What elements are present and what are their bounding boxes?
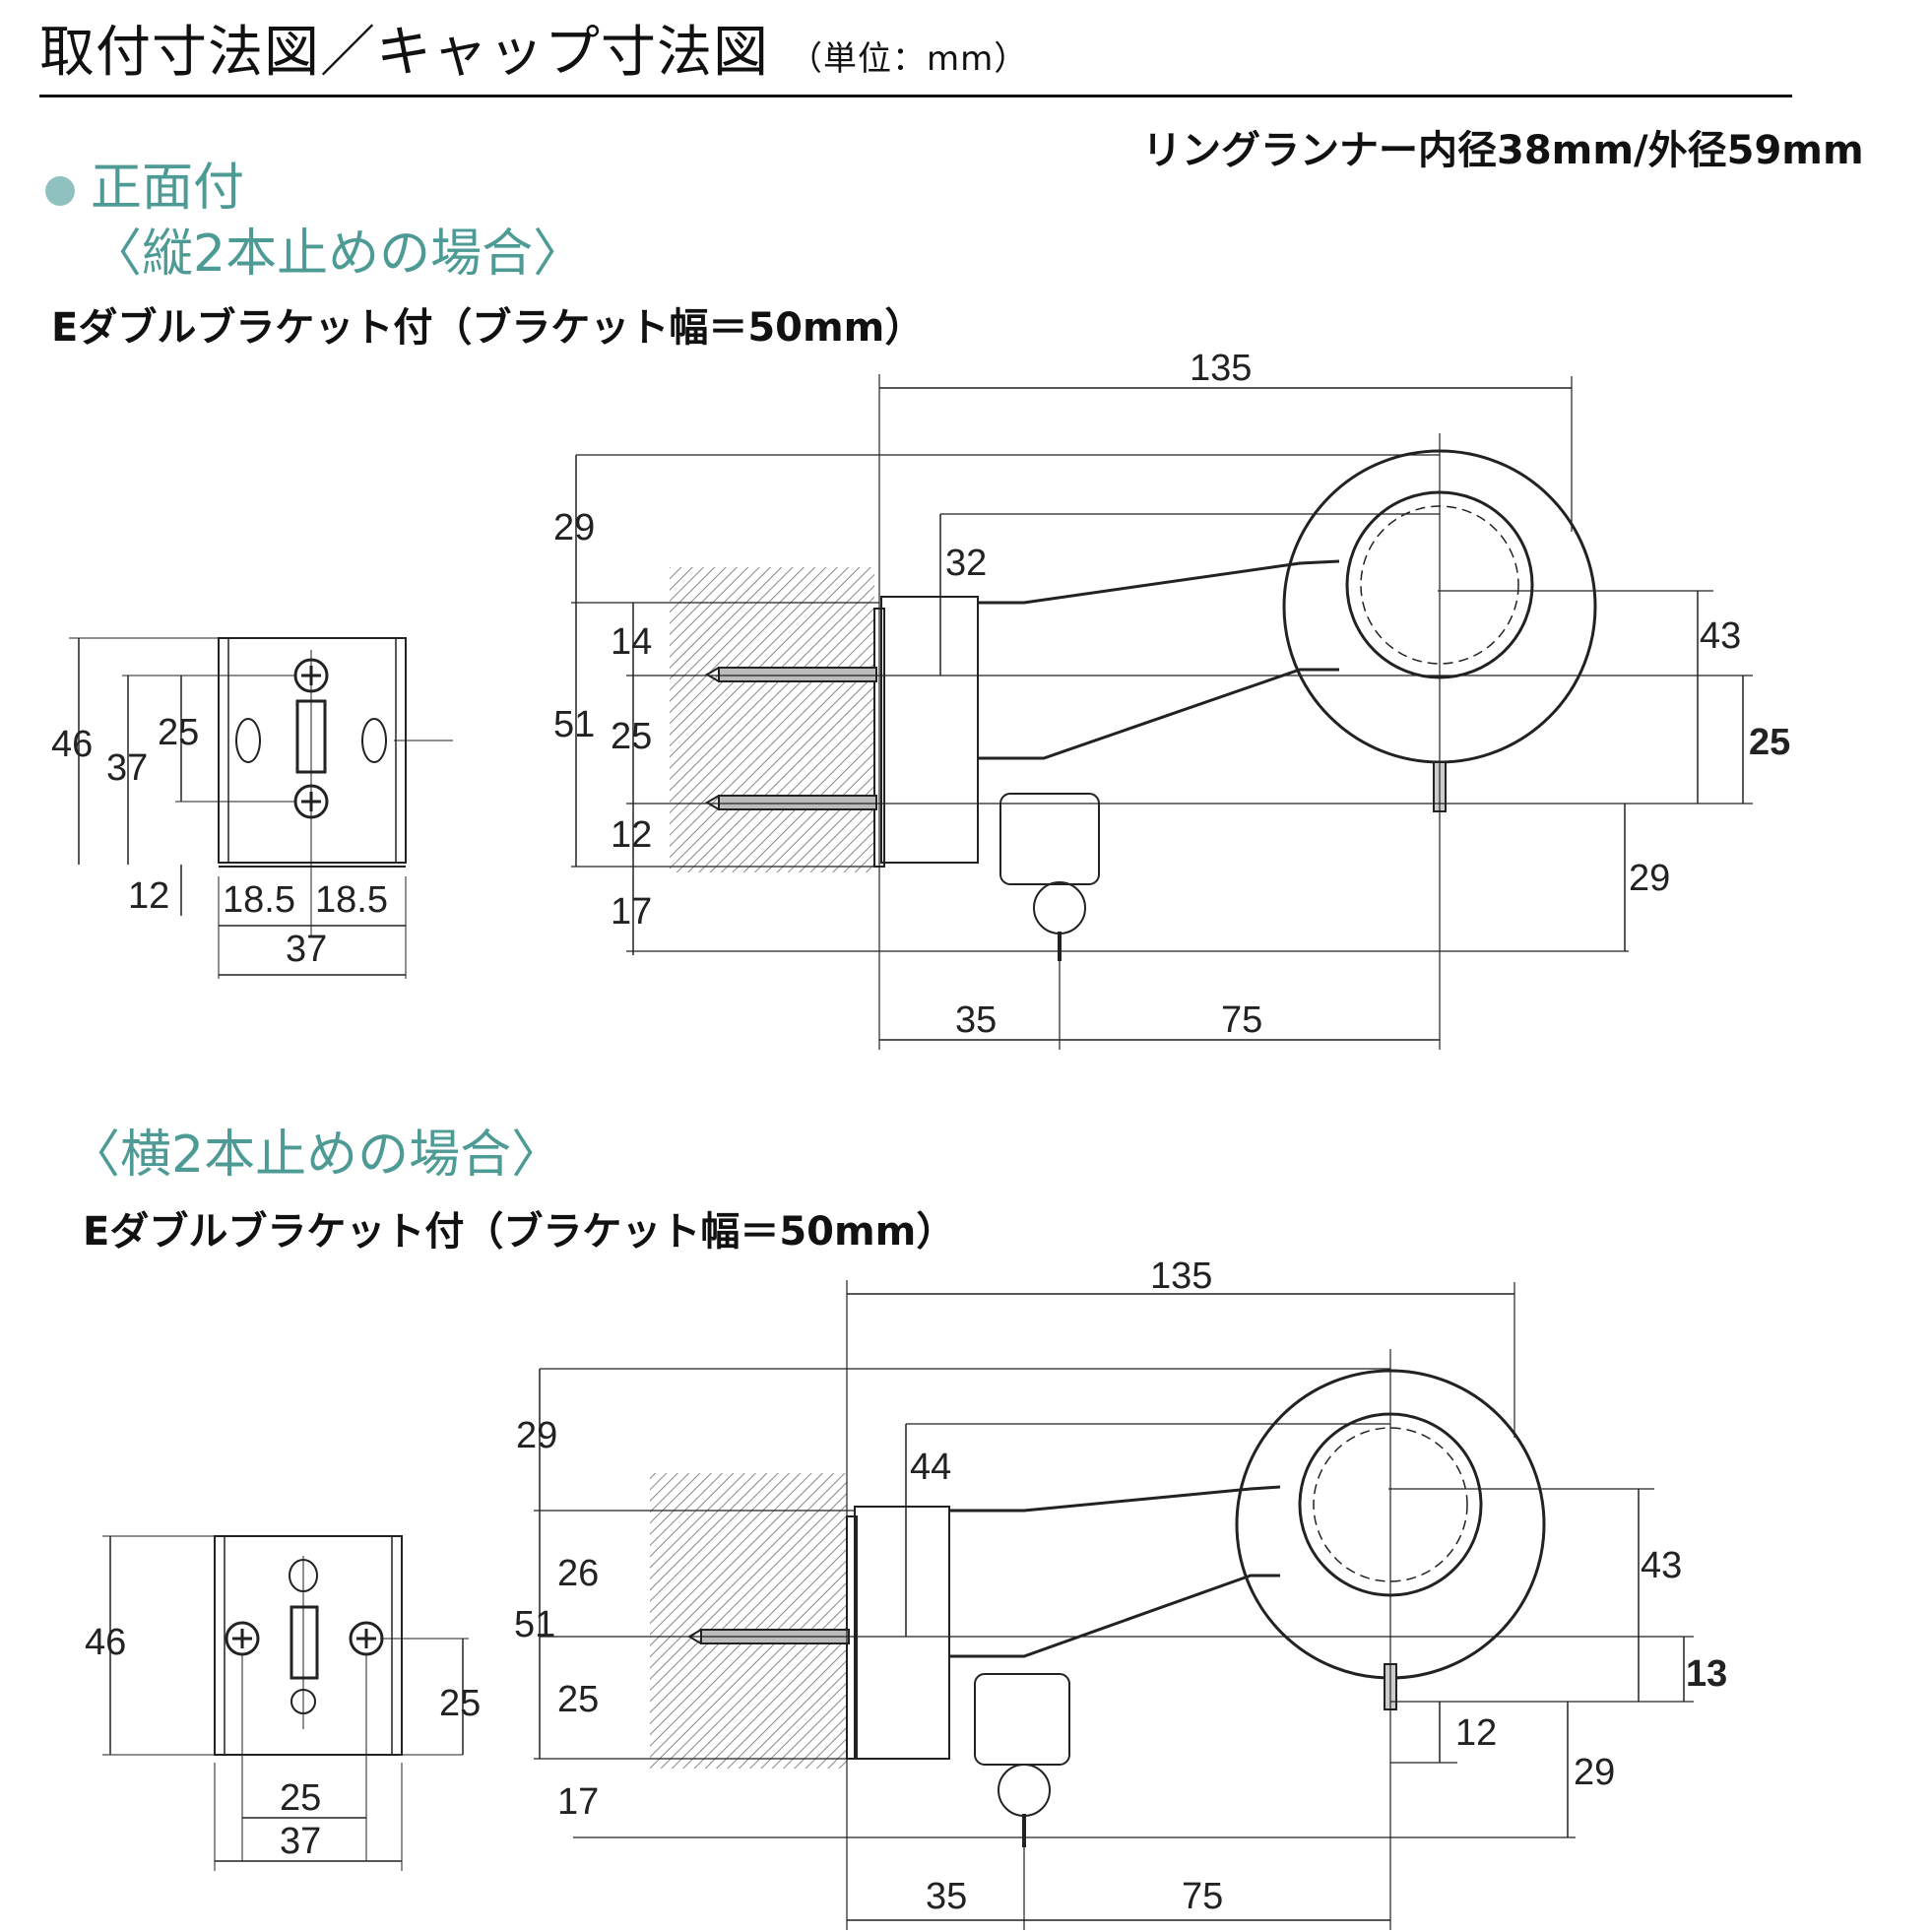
bracket-label-bottom: Eダブルブラケット付（ブラケット幅＝50mm） <box>83 1209 956 1255</box>
wall-hatch <box>650 1473 847 1769</box>
dim-label: 43 <box>1700 615 1741 657</box>
bracket-label-top: Eダブルブラケット付（ブラケット幅＝50mm） <box>51 305 925 351</box>
bracket-arm-upper <box>978 559 1340 605</box>
dim-label: 29 <box>1629 858 1670 899</box>
dim-label: 46 <box>51 724 93 765</box>
dim-label: 12 <box>1455 1712 1497 1754</box>
front-view-vertical <box>69 637 453 979</box>
dim-label: 14 <box>611 621 652 663</box>
front-view-horizontal-labels: 46 25 25 37 <box>85 1622 481 1862</box>
case-horizontal-heading: 〈横2本止めの場合〉 <box>69 1126 563 1185</box>
side-hole <box>361 718 387 763</box>
dim-label: 44 <box>910 1447 951 1488</box>
dim-label: 75 <box>1221 999 1262 1041</box>
runner-carriage <box>999 793 1100 885</box>
side-view-vertical <box>571 374 1753 1050</box>
runner-hook <box>998 1764 1051 1817</box>
title-divider <box>39 95 1792 97</box>
dim-label: 17 <box>611 891 652 933</box>
dim-label: 135 <box>1150 1256 1212 1297</box>
dim-label: 12 <box>611 814 652 856</box>
section-front-heading: 正面付 <box>45 146 244 220</box>
wood-screw-icon <box>705 795 877 810</box>
side-view-horizontal <box>534 1280 1694 1930</box>
front-view-horizontal <box>102 1535 469 1871</box>
dim-label: 37 <box>280 1821 321 1862</box>
side-view-vertical-labels: 135 29 32 14 51 25 12 17 43 25 29 35 75 <box>553 348 1790 1041</box>
page-title: 取付寸法図／キャップ寸法図（単位：mm） <box>39 21 1029 85</box>
dim-label: 25 <box>611 716 652 757</box>
dim-label: 18.5 <box>223 879 295 921</box>
dim-label: 25 <box>557 1679 599 1720</box>
wood-screw-icon <box>705 667 877 682</box>
bracket-arm-upper <box>949 1485 1281 1513</box>
bracket-arm-lower <box>949 1574 1280 1658</box>
unit-label: （単位：mm） <box>789 39 1029 80</box>
front-view-vertical-labels: 46 37 25 12 18.5 18.5 37 <box>51 712 388 970</box>
dim-label: 29 <box>516 1415 557 1456</box>
side-hole <box>235 718 261 763</box>
case-vertical-heading: 〈縦2本止めの場合〉 <box>91 225 585 284</box>
bracket-arm-lower <box>978 668 1339 760</box>
dim-label: 25 <box>439 1683 481 1724</box>
dim-label: 18.5 <box>315 879 388 921</box>
runner-carriage <box>974 1673 1070 1766</box>
dim-label: 46 <box>85 1622 126 1663</box>
dim-label: 51 <box>553 704 595 745</box>
dim-label: 32 <box>945 543 987 584</box>
side-view-horizontal-labels: 135 29 44 26 51 25 17 43 13 12 29 35 75 <box>514 1256 1727 1917</box>
dim-label: 26 <box>557 1553 599 1594</box>
dim-label: 75 <box>1182 1876 1223 1917</box>
dim-label: 17 <box>557 1781 599 1823</box>
dim-label-bold: 25 <box>1749 722 1790 763</box>
dim-label-bold: 13 <box>1686 1653 1727 1695</box>
dim-label: 37 <box>106 747 148 789</box>
dim-label: 35 <box>955 999 997 1041</box>
dim-label: 12 <box>128 875 169 917</box>
screw-icon <box>225 1621 260 1656</box>
dim-label: 35 <box>926 1876 967 1917</box>
runner-hook <box>1033 881 1086 934</box>
screw-icon <box>349 1621 384 1656</box>
dim-label: 43 <box>1641 1545 1682 1586</box>
bracket-base <box>854 1506 950 1760</box>
dim-label: 51 <box>514 1604 555 1645</box>
wall-hatch <box>670 567 874 872</box>
ring-runner-note: リングランナー内径38mm/外径59mm <box>1142 128 1864 173</box>
dim-label: 37 <box>286 929 327 970</box>
dim-label: 135 <box>1190 348 1252 389</box>
dim-label: 25 <box>158 712 199 753</box>
center-slot <box>290 1605 319 1680</box>
bullet-icon <box>45 176 75 206</box>
dim-label: 29 <box>1574 1752 1615 1793</box>
dim-label: 25 <box>280 1777 321 1819</box>
dim-label: 29 <box>553 507 595 548</box>
bracket-base <box>880 596 979 864</box>
